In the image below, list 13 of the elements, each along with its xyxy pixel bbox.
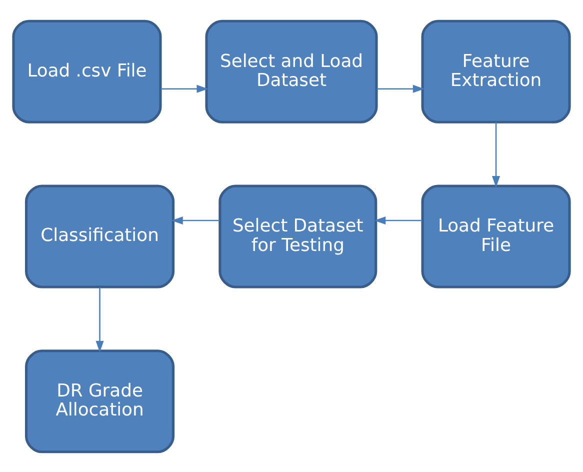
arrow <box>377 84 424 92</box>
arrow <box>171 216 220 224</box>
node-box: Feature Extraction <box>421 19 571 123</box>
node-box: Load .csv File <box>12 19 162 123</box>
node-box: Classification <box>24 184 175 288</box>
node-box: Load Feature File <box>421 184 571 288</box>
node-box: DR Grade Allocation <box>24 349 175 453</box>
arrow <box>96 286 104 352</box>
node-box: Select Dataset for Testing <box>218 184 378 288</box>
node-box: Select and Load Dataset <box>205 19 378 123</box>
arrow <box>492 122 500 187</box>
arrow <box>160 84 208 92</box>
arrow <box>374 216 422 224</box>
